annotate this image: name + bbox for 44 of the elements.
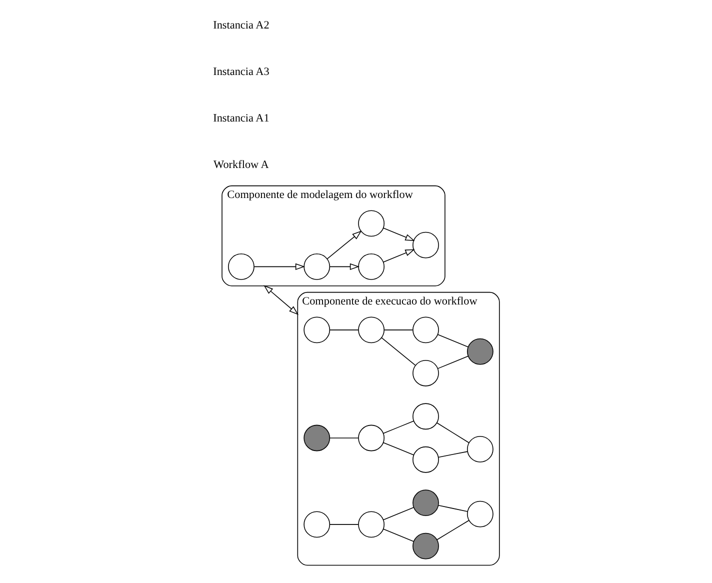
arrow bbox=[253, 263, 305, 270]
node-circle bbox=[412, 232, 438, 258]
node-circle bbox=[412, 532, 438, 560]
connector bbox=[382, 420, 414, 434]
cluster: Componente de execucao do workflow bbox=[296, 292, 500, 566]
node-circle bbox=[303, 424, 330, 452]
node-circle bbox=[358, 253, 384, 280]
connector bbox=[436, 334, 468, 348]
node-circle bbox=[358, 511, 384, 538]
arrow bbox=[263, 285, 298, 315]
node-circle bbox=[412, 316, 438, 344]
arrow bbox=[382, 249, 414, 262]
node-circle bbox=[466, 500, 493, 528]
arrow bbox=[382, 228, 414, 241]
label: Workflow A bbox=[213, 158, 268, 171]
connector bbox=[380, 337, 416, 366]
connector bbox=[438, 451, 468, 458]
node-circle bbox=[412, 446, 438, 473]
cluster: Componente de modelagem do workflow bbox=[221, 185, 445, 286]
connector bbox=[436, 356, 468, 369]
node-circle bbox=[303, 253, 330, 280]
connector bbox=[438, 504, 468, 512]
connector bbox=[436, 422, 469, 444]
node-circle bbox=[466, 436, 493, 462]
node-circle bbox=[412, 490, 438, 516]
connector bbox=[329, 524, 358, 525]
label: Instancia A3 bbox=[212, 66, 269, 78]
label: Instancia A1 bbox=[212, 112, 269, 125]
node-circle bbox=[303, 511, 330, 538]
connector bbox=[436, 520, 469, 540]
connector bbox=[382, 507, 414, 520]
node-circle bbox=[358, 424, 384, 452]
node-circle bbox=[412, 403, 438, 430]
node-circle bbox=[303, 316, 330, 344]
node-circle bbox=[228, 253, 254, 280]
connector bbox=[382, 442, 414, 456]
connector bbox=[382, 528, 414, 542]
arrow bbox=[329, 263, 360, 270]
node-circle bbox=[466, 338, 493, 365]
arrow bbox=[326, 230, 362, 260]
node-circle bbox=[412, 360, 438, 386]
label: Instancia A2 bbox=[212, 20, 269, 32]
node-circle bbox=[358, 316, 384, 344]
node-circle bbox=[358, 210, 384, 237]
